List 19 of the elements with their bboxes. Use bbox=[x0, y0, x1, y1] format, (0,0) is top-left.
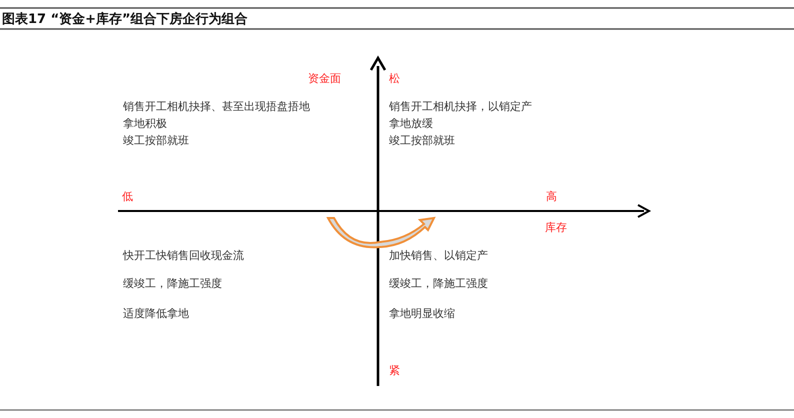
quadrant-text: 加快销售、以销定产 bbox=[389, 249, 488, 262]
figure-title: 图表17 “资金+库存”组合下房企行为组合 bbox=[2, 10, 248, 28]
axis-label: 资金面 bbox=[308, 72, 341, 85]
quadrant-text: 缓竣工，降施工强度 bbox=[123, 277, 222, 290]
quadrant-text: 销售开工相机抉择，以销定产 bbox=[389, 100, 532, 113]
quadrant-text: 竣工按部就班 bbox=[123, 134, 189, 147]
quadrant-text: 拿地放缓 bbox=[389, 117, 433, 130]
axis-label: 低 bbox=[122, 190, 133, 203]
quadrant-text: 拿地积极 bbox=[123, 117, 167, 130]
axis-label: 松 bbox=[389, 72, 400, 85]
quadrant-text: 适度降低拿地 bbox=[123, 307, 189, 320]
quadrant-text: 缓竣工，降施工强度 bbox=[389, 277, 488, 290]
quadrant-text: 拿地明显收缩 bbox=[389, 307, 455, 320]
quadrant-text: 销售开工相机抉择、甚至出现捂盘捂地 bbox=[123, 100, 310, 113]
quadrant-text: 快开工快销售回收现金流 bbox=[123, 249, 244, 262]
quadrant-text: 竣工按部就班 bbox=[389, 134, 455, 147]
axis-label: 紧 bbox=[389, 364, 400, 377]
axis-label: 高 bbox=[546, 190, 557, 203]
axis-label: 库存 bbox=[545, 221, 567, 234]
